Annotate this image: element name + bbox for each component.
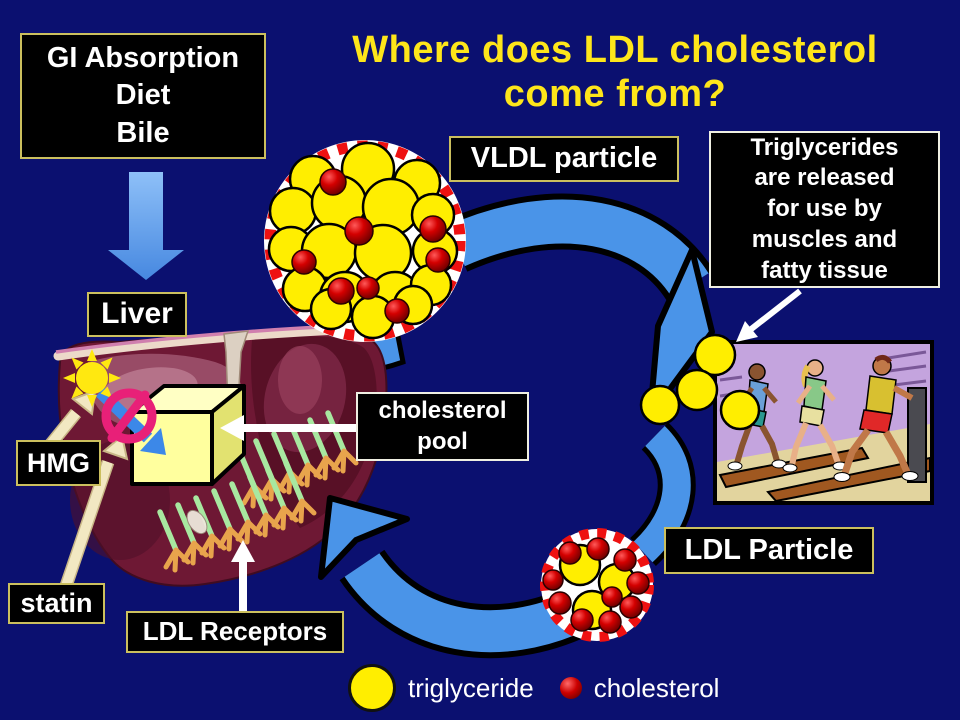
chol-pool-line2: pool: [417, 427, 468, 455]
trig-line3: for use by: [767, 195, 882, 223]
runner-2: [782, 359, 848, 473]
slide-title: Where does LDL cholesterol come from?: [270, 28, 960, 116]
trig-line5: fatty tissue: [761, 256, 888, 284]
triglycerides-release-box: Triglycerides are released for use by mu…: [709, 131, 940, 288]
gi-line2: Diet: [115, 79, 171, 112]
slide-title-line1: Where does LDL cholesterol: [352, 29, 878, 71]
ldl-receptors-label: LDL Receptors: [126, 611, 344, 653]
triglyceride-legend-label: triglyceride: [408, 672, 534, 703]
trig-line4: muscles and: [751, 225, 898, 253]
cholesterol-pool-cube: [130, 384, 246, 486]
vldl-to-muscle-arrow: [444, 193, 715, 419]
cholesterol-pool-pointer: [220, 415, 356, 441]
vldl-particle: [264, 140, 466, 342]
vldl-cholesterol: [291, 168, 451, 324]
pointer-arrows: [220, 288, 802, 612]
slide-title-line2: come from?: [503, 73, 727, 115]
triglyceride-legend-icon: [348, 664, 396, 712]
ldl-particle: [540, 528, 654, 642]
gi-absorption-box: GI Absorption Diet Bile: [20, 33, 266, 159]
ldl-cholesterol: [542, 537, 650, 634]
gi-line3: Bile: [116, 116, 170, 149]
ldl-to-liver-arrow: [318, 495, 592, 659]
hmg-label: HMG: [16, 440, 101, 486]
cholesterol-legend-icon: [559, 677, 582, 699]
ldl-receptors: [160, 413, 356, 570]
triglyceride-release-pointer: [736, 288, 802, 342]
ldl-receptors-pointer: [231, 540, 255, 612]
prohibition-icon: [101, 388, 157, 444]
trig-line2: are released: [754, 164, 895, 192]
enzyme-sun-icon: [63, 349, 121, 407]
gi-line1: GI Absorption: [46, 42, 240, 75]
cholesterol-legend-label: cholesterol: [593, 672, 720, 703]
liver-label: Liver: [87, 292, 187, 337]
down-arrow: [108, 172, 184, 280]
triglyceride-cluster: [639, 333, 761, 431]
chol-pool-line1: cholesterol: [378, 396, 507, 424]
runner-3: [833, 354, 919, 482]
cholesterol-pool-label: cholesterol pool: [356, 392, 529, 461]
trig-line1: Triglycerides: [750, 133, 899, 161]
ldl-particle-label: LDL Particle: [664, 527, 874, 574]
legend: triglyceride cholesterol: [348, 662, 719, 714]
muscle-to-ldl-ribbon: [629, 422, 696, 566]
statin-label: statin: [8, 583, 105, 624]
vldl-particle-label: VLDL particle: [449, 136, 679, 182]
